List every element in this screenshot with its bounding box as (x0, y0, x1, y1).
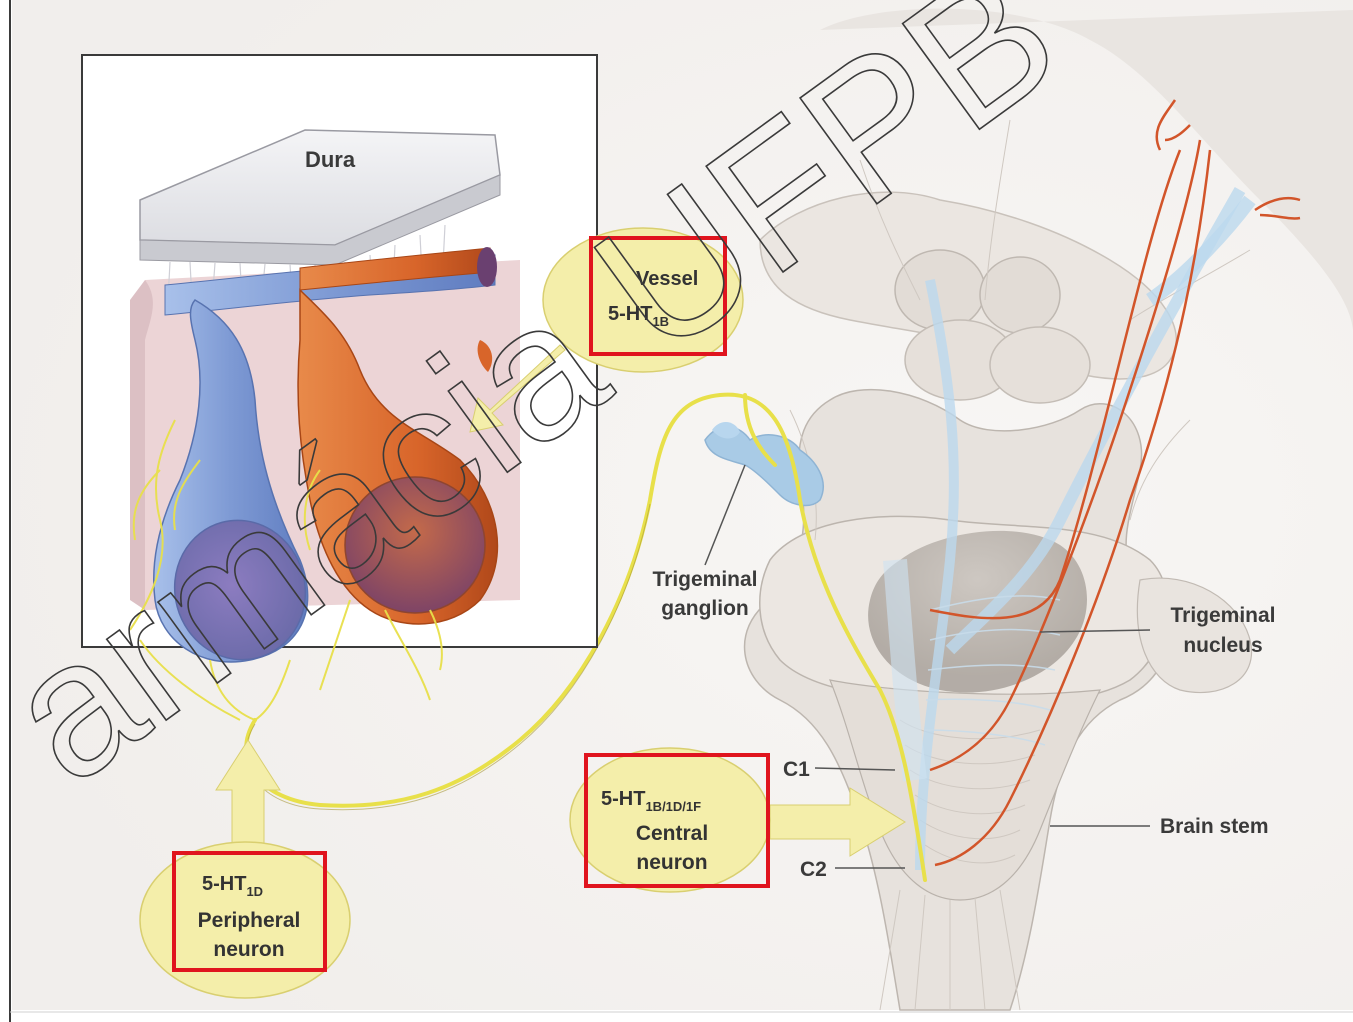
trigeminal-ganglion-label-2: ganglion (661, 597, 749, 620)
trigeminal-nucleus-label-1: Trigeminal (1170, 604, 1275, 627)
c2-label: C2 (800, 858, 827, 881)
peripheral-line2: Peripheral (198, 909, 301, 932)
central-line3: neuron (636, 851, 707, 874)
brain-stem-label: Brain stem (1160, 815, 1269, 838)
central-line2: Central (636, 822, 708, 845)
trigeminal-ganglion-label-1: Trigeminal (652, 568, 757, 591)
dura-label: Dura (305, 147, 356, 172)
c1-label: C1 (783, 758, 810, 781)
peripheral-line3: neuron (213, 938, 284, 961)
trigeminal-nucleus-label-2: nucleus (1183, 634, 1262, 657)
